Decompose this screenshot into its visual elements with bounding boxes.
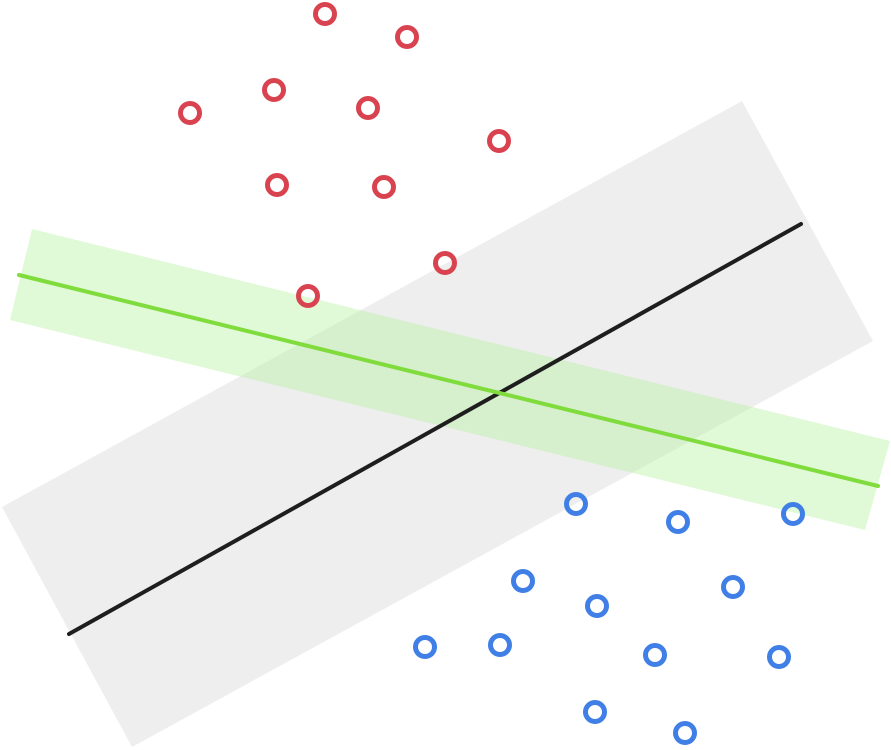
class-b-point xyxy=(781,502,805,526)
class-b-point xyxy=(721,575,745,599)
class-b-point xyxy=(643,643,667,667)
class-a-point xyxy=(395,25,419,49)
class-b-point xyxy=(673,721,697,745)
class-b-point xyxy=(511,569,535,593)
wide-margin-band xyxy=(2,101,873,747)
class-a-point xyxy=(262,78,286,102)
class-a-point xyxy=(487,129,511,153)
class-a-point xyxy=(313,2,337,26)
class-a-point xyxy=(265,173,289,197)
class-b-point xyxy=(767,645,791,669)
class-b-point xyxy=(583,700,607,724)
class-b-point xyxy=(666,510,690,534)
class-a-points xyxy=(178,2,511,308)
class-a-point xyxy=(178,101,202,125)
class-b-point xyxy=(488,633,512,657)
class-b-point xyxy=(585,594,609,618)
alternative-boundary-line xyxy=(17,273,880,488)
class-b-point xyxy=(564,492,588,516)
class-a-point xyxy=(433,251,457,275)
class-a-point xyxy=(356,96,380,120)
class-a-point xyxy=(372,175,396,199)
class-b-point xyxy=(413,635,437,659)
class-a-point xyxy=(296,284,320,308)
class-b-points xyxy=(413,492,805,745)
max-margin-boundary-line xyxy=(67,222,803,636)
